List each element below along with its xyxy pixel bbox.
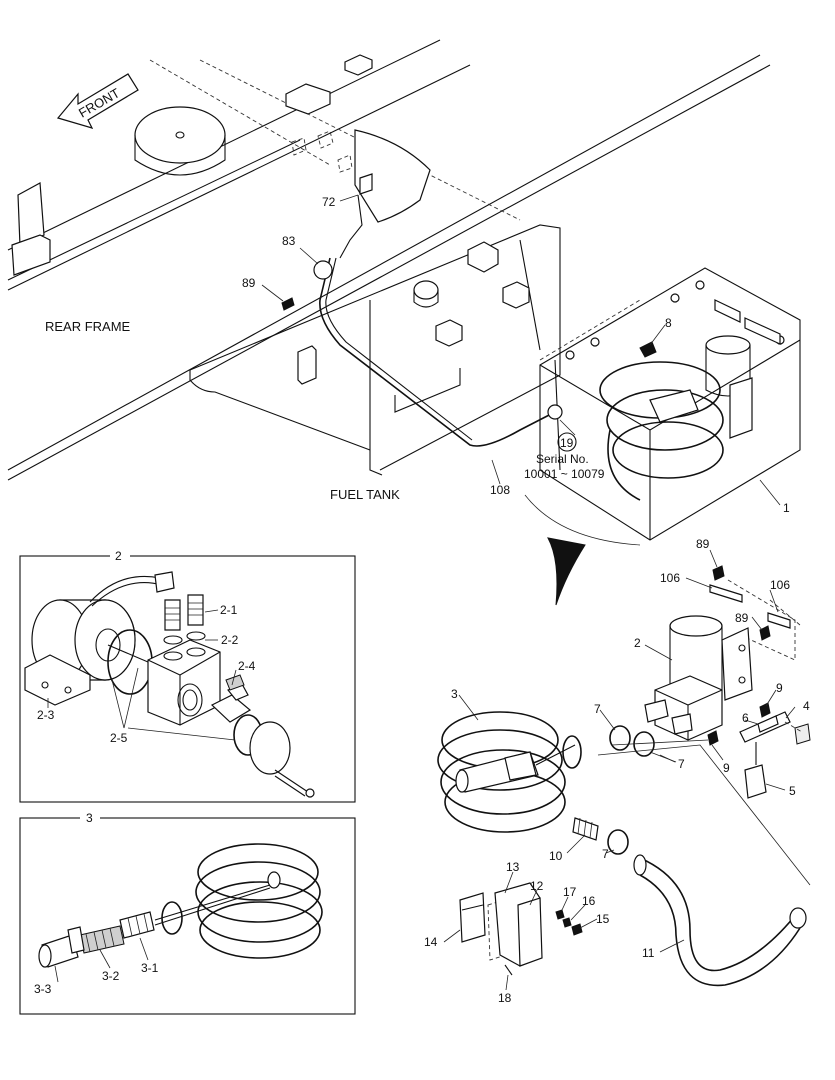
callout-89-c: 89 <box>735 611 749 625</box>
fuel-tank-label: FUEL TANK <box>330 487 400 502</box>
callout-7-b: 7 <box>678 757 685 771</box>
callout-2: 2 <box>634 636 641 650</box>
callout-13: 13 <box>506 860 520 874</box>
callout-16: 16 <box>582 894 596 908</box>
callout-7-c: 7 <box>602 847 609 861</box>
callout-8: 8 <box>665 316 672 330</box>
callout-9-a: 9 <box>776 681 783 695</box>
serial-line2: 10001 ~ 10079 <box>524 467 605 481</box>
callout-2-2: 2-2 <box>221 633 239 647</box>
callout-2-3: 2-3 <box>37 708 55 722</box>
callout-83: 83 <box>282 234 296 248</box>
callout-9-b: 9 <box>723 761 730 775</box>
serial-line1: Serial No. <box>536 452 589 466</box>
exploded-parts <box>437 565 811 987</box>
box2-title: 2 <box>115 549 122 563</box>
callout-3-3: 3-3 <box>34 982 52 996</box>
callout-108: 108 <box>490 483 510 497</box>
callout-1: 1 <box>783 501 790 515</box>
callout-7-a: 7 <box>594 702 601 716</box>
callout-3-2: 3-2 <box>102 969 120 983</box>
callout-11: 11 <box>642 946 655 960</box>
callout-18: 18 <box>498 991 512 1005</box>
callout-106-a: 106 <box>660 571 680 585</box>
callout-3-1: 3-1 <box>141 961 159 975</box>
callout-12: 12 <box>530 879 544 893</box>
box3-title: 3 <box>86 811 93 825</box>
fuel-line-108 <box>281 173 657 447</box>
detail-box-3 <box>19 810 356 1015</box>
callout-10: 10 <box>549 849 563 863</box>
callout-72: 72 <box>322 195 336 209</box>
callout-6: 6 <box>742 711 749 725</box>
callout-15: 15 <box>596 912 610 926</box>
front-arrow-icon <box>56 73 139 129</box>
detail-box-2 <box>19 548 356 803</box>
rear-frame-drawing <box>7 39 771 481</box>
callout-89-a: 89 <box>242 276 256 290</box>
callout-89-b: 89 <box>696 537 710 551</box>
callout-106-b: 106 <box>770 578 790 592</box>
callout-2-1: 2-1 <box>220 603 238 617</box>
rear-frame-label: REAR FRAME <box>45 319 131 334</box>
serial-circle-number: 19 <box>560 436 574 450</box>
callout-5: 5 <box>789 784 796 798</box>
callout-2-4: 2-4 <box>238 659 256 673</box>
callout-4: 4 <box>803 699 810 713</box>
assembly-1-drawing <box>524 267 801 606</box>
callout-2-5: 2-5 <box>110 731 128 745</box>
callout-3: 3 <box>451 687 458 701</box>
callout-14: 14 <box>424 935 438 949</box>
serial-circle <box>557 432 577 452</box>
callout-17: 17 <box>563 885 577 899</box>
callout-leaders <box>261 194 796 991</box>
